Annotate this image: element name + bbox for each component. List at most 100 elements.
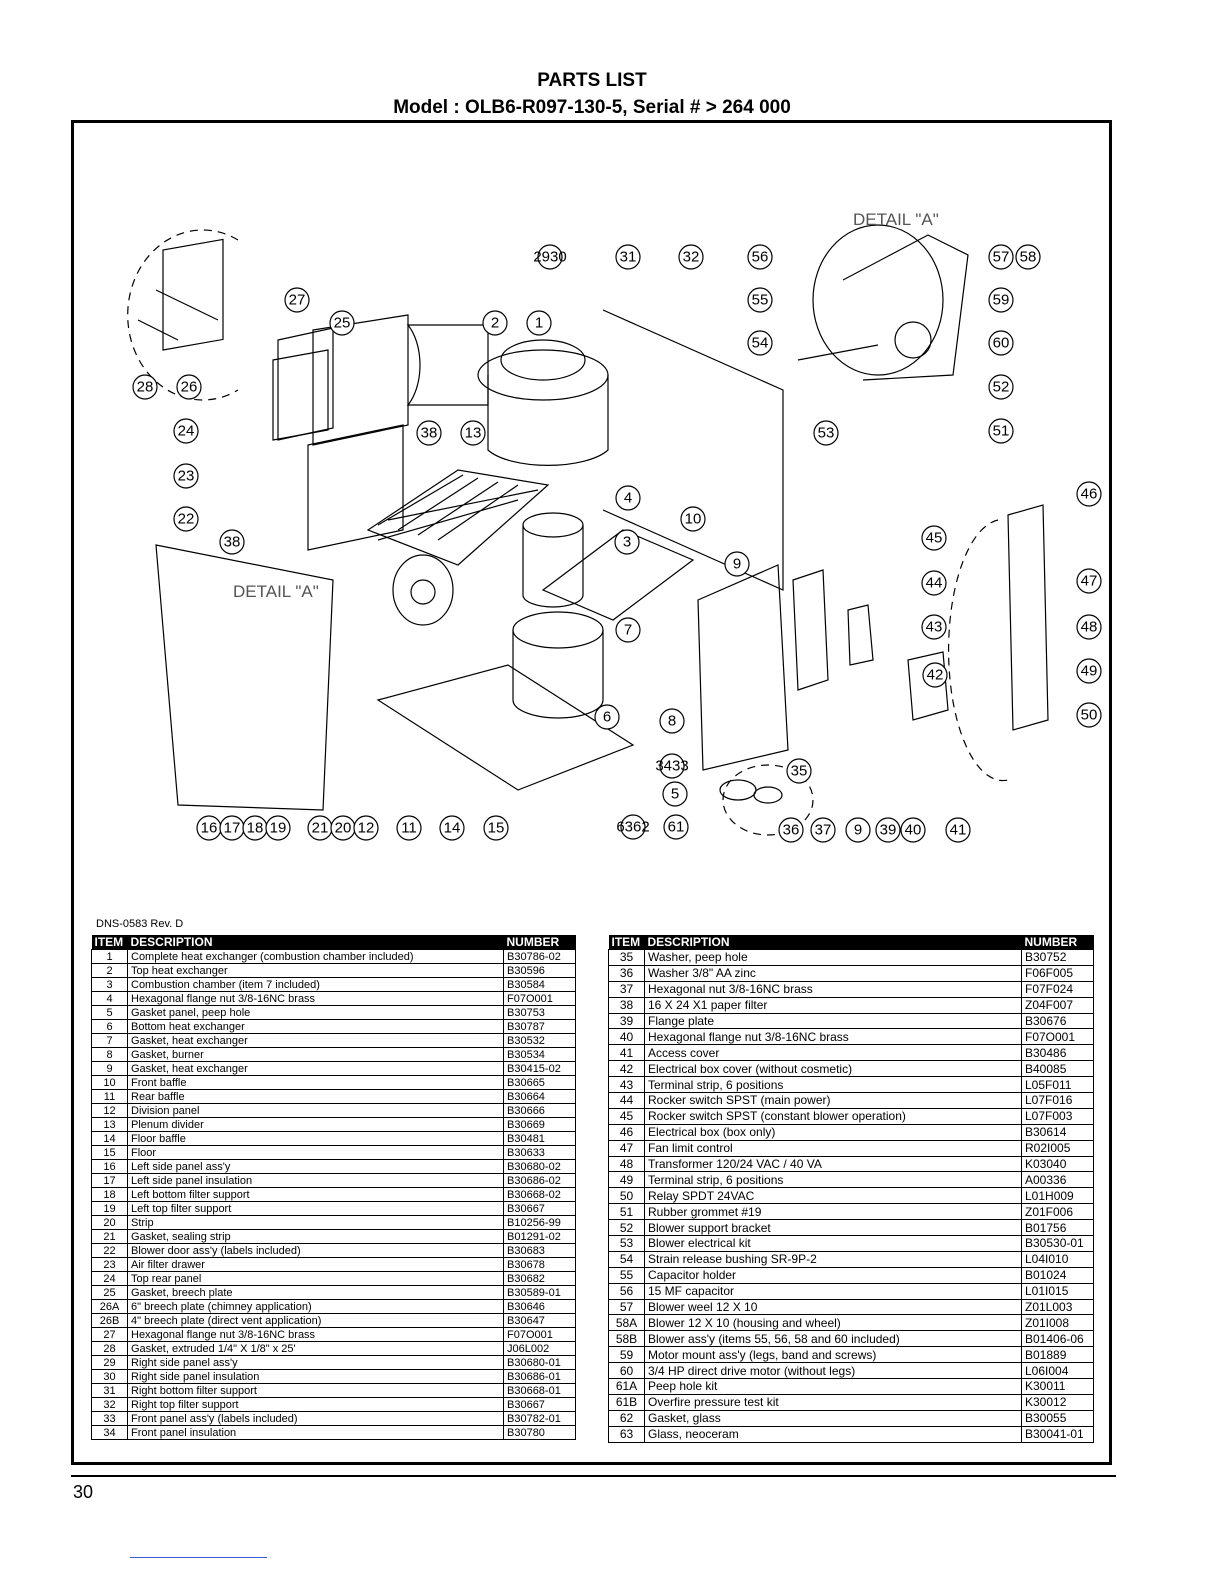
svg-text:24: 24 bbox=[178, 423, 195, 440]
number-cell: B30415-02 bbox=[503, 1061, 576, 1076]
col-number: NUMBER bbox=[503, 935, 576, 950]
item-cell: 57 bbox=[608, 1298, 645, 1316]
number-cell: B30614 bbox=[1021, 1123, 1094, 1141]
col-number: NUMBER bbox=[1021, 935, 1094, 950]
callout-49: 49 bbox=[1076, 658, 1102, 684]
number-cell: L06I004 bbox=[1021, 1362, 1094, 1380]
description-cell: Washer 3/8" AA zinc bbox=[644, 964, 1022, 982]
svg-text:37: 37 bbox=[815, 822, 832, 839]
item-cell: 55 bbox=[608, 1266, 645, 1284]
number-cell: B30589-01 bbox=[503, 1285, 576, 1300]
svg-text:56: 56 bbox=[752, 249, 769, 266]
item-cell: 13 bbox=[91, 1117, 128, 1132]
svg-text:39: 39 bbox=[880, 822, 897, 839]
number-cell: L07F016 bbox=[1021, 1092, 1094, 1109]
number-cell: B40085 bbox=[1021, 1060, 1094, 1078]
description-cell: Rubber grommet #19 bbox=[644, 1203, 1022, 1221]
col-description: DESCRIPTION bbox=[644, 935, 1022, 950]
svg-text:60: 60 bbox=[993, 335, 1010, 352]
item-cell: 23 bbox=[91, 1257, 128, 1272]
item-cell: 36 bbox=[608, 964, 645, 982]
number-cell: B30753 bbox=[503, 1005, 576, 1020]
callout-43: 43 bbox=[921, 614, 947, 640]
svg-text:38: 38 bbox=[421, 425, 438, 442]
description-cell: Hexagonal nut 3/8-16NC brass bbox=[644, 980, 1022, 998]
number-cell: Z01L003 bbox=[1021, 1298, 1094, 1316]
number-cell: B30782-01 bbox=[503, 1411, 576, 1426]
item-cell: 49 bbox=[608, 1171, 645, 1189]
number-cell: Z04F007 bbox=[1021, 996, 1094, 1014]
callout-2930: 2930 bbox=[533, 244, 567, 270]
item-cell: 7 bbox=[91, 1033, 128, 1048]
item-cell: 48 bbox=[608, 1155, 645, 1173]
svg-text:15: 15 bbox=[488, 820, 505, 837]
svg-text:61: 61 bbox=[668, 819, 685, 836]
callout-50: 50 bbox=[1076, 702, 1102, 728]
number-cell: B30752 bbox=[1021, 949, 1094, 966]
callout-20: 20 bbox=[330, 815, 356, 841]
callout-22: 22 bbox=[173, 506, 199, 532]
number-cell: A00336 bbox=[1021, 1171, 1094, 1189]
item-cell: 42 bbox=[608, 1060, 645, 1078]
callout-55: 55 bbox=[747, 287, 773, 313]
callout-61: 61 bbox=[663, 814, 689, 840]
svg-text:22: 22 bbox=[178, 511, 195, 528]
number-cell: K03040 bbox=[1021, 1155, 1094, 1173]
svg-text:3: 3 bbox=[623, 534, 631, 551]
svg-text:17: 17 bbox=[224, 820, 241, 837]
number-cell: B30669 bbox=[503, 1117, 576, 1132]
description-cell: Glass, neoceram bbox=[644, 1425, 1022, 1443]
callout-31: 31 bbox=[615, 244, 641, 270]
number-cell: B30534 bbox=[503, 1047, 576, 1062]
item-cell: 6 bbox=[91, 1019, 128, 1034]
svg-text:8: 8 bbox=[668, 713, 676, 730]
svg-text:48: 48 bbox=[1081, 619, 1098, 636]
item-cell: 30 bbox=[91, 1369, 128, 1384]
callout-38b: 38 bbox=[416, 420, 442, 446]
number-cell: B30683 bbox=[503, 1243, 576, 1258]
item-cell: 41 bbox=[608, 1044, 645, 1062]
callout-41: 41 bbox=[945, 817, 971, 843]
number-cell: B30486 bbox=[1021, 1044, 1094, 1062]
description-cell: Top rear panel bbox=[127, 1271, 504, 1286]
callout-26: 26 bbox=[176, 374, 202, 400]
item-cell: 9 bbox=[91, 1061, 128, 1076]
number-cell: R02I005 bbox=[1021, 1139, 1094, 1157]
svg-text:10: 10 bbox=[685, 511, 702, 528]
callout-52: 52 bbox=[988, 374, 1014, 400]
callout-47: 47 bbox=[1076, 568, 1102, 594]
svg-text:13: 13 bbox=[465, 425, 482, 442]
callout-21: 21 bbox=[307, 815, 333, 841]
svg-text:25: 25 bbox=[334, 315, 351, 332]
item-cell: 32 bbox=[91, 1397, 128, 1412]
callout-40: 40 bbox=[900, 817, 926, 843]
item-cell: 39 bbox=[608, 1012, 645, 1030]
number-cell: B01291-02 bbox=[503, 1229, 576, 1244]
description-cell: 6" breech plate (chimney application) bbox=[127, 1299, 504, 1314]
description-cell: Blower door ass'y (labels included) bbox=[127, 1243, 504, 1258]
description-cell: Gasket, glass bbox=[644, 1409, 1022, 1427]
item-cell: 63 bbox=[608, 1425, 645, 1443]
item-cell: 31 bbox=[91, 1383, 128, 1398]
description-cell: Complete heat exchanger (combustion cham… bbox=[127, 949, 504, 964]
description-cell: Bottom heat exchanger bbox=[127, 1019, 504, 1034]
footer-rule bbox=[71, 1475, 1116, 1477]
item-cell: 58B bbox=[608, 1330, 645, 1348]
footer-link-underline[interactable] bbox=[130, 1557, 267, 1558]
svg-text:38: 38 bbox=[224, 534, 241, 551]
